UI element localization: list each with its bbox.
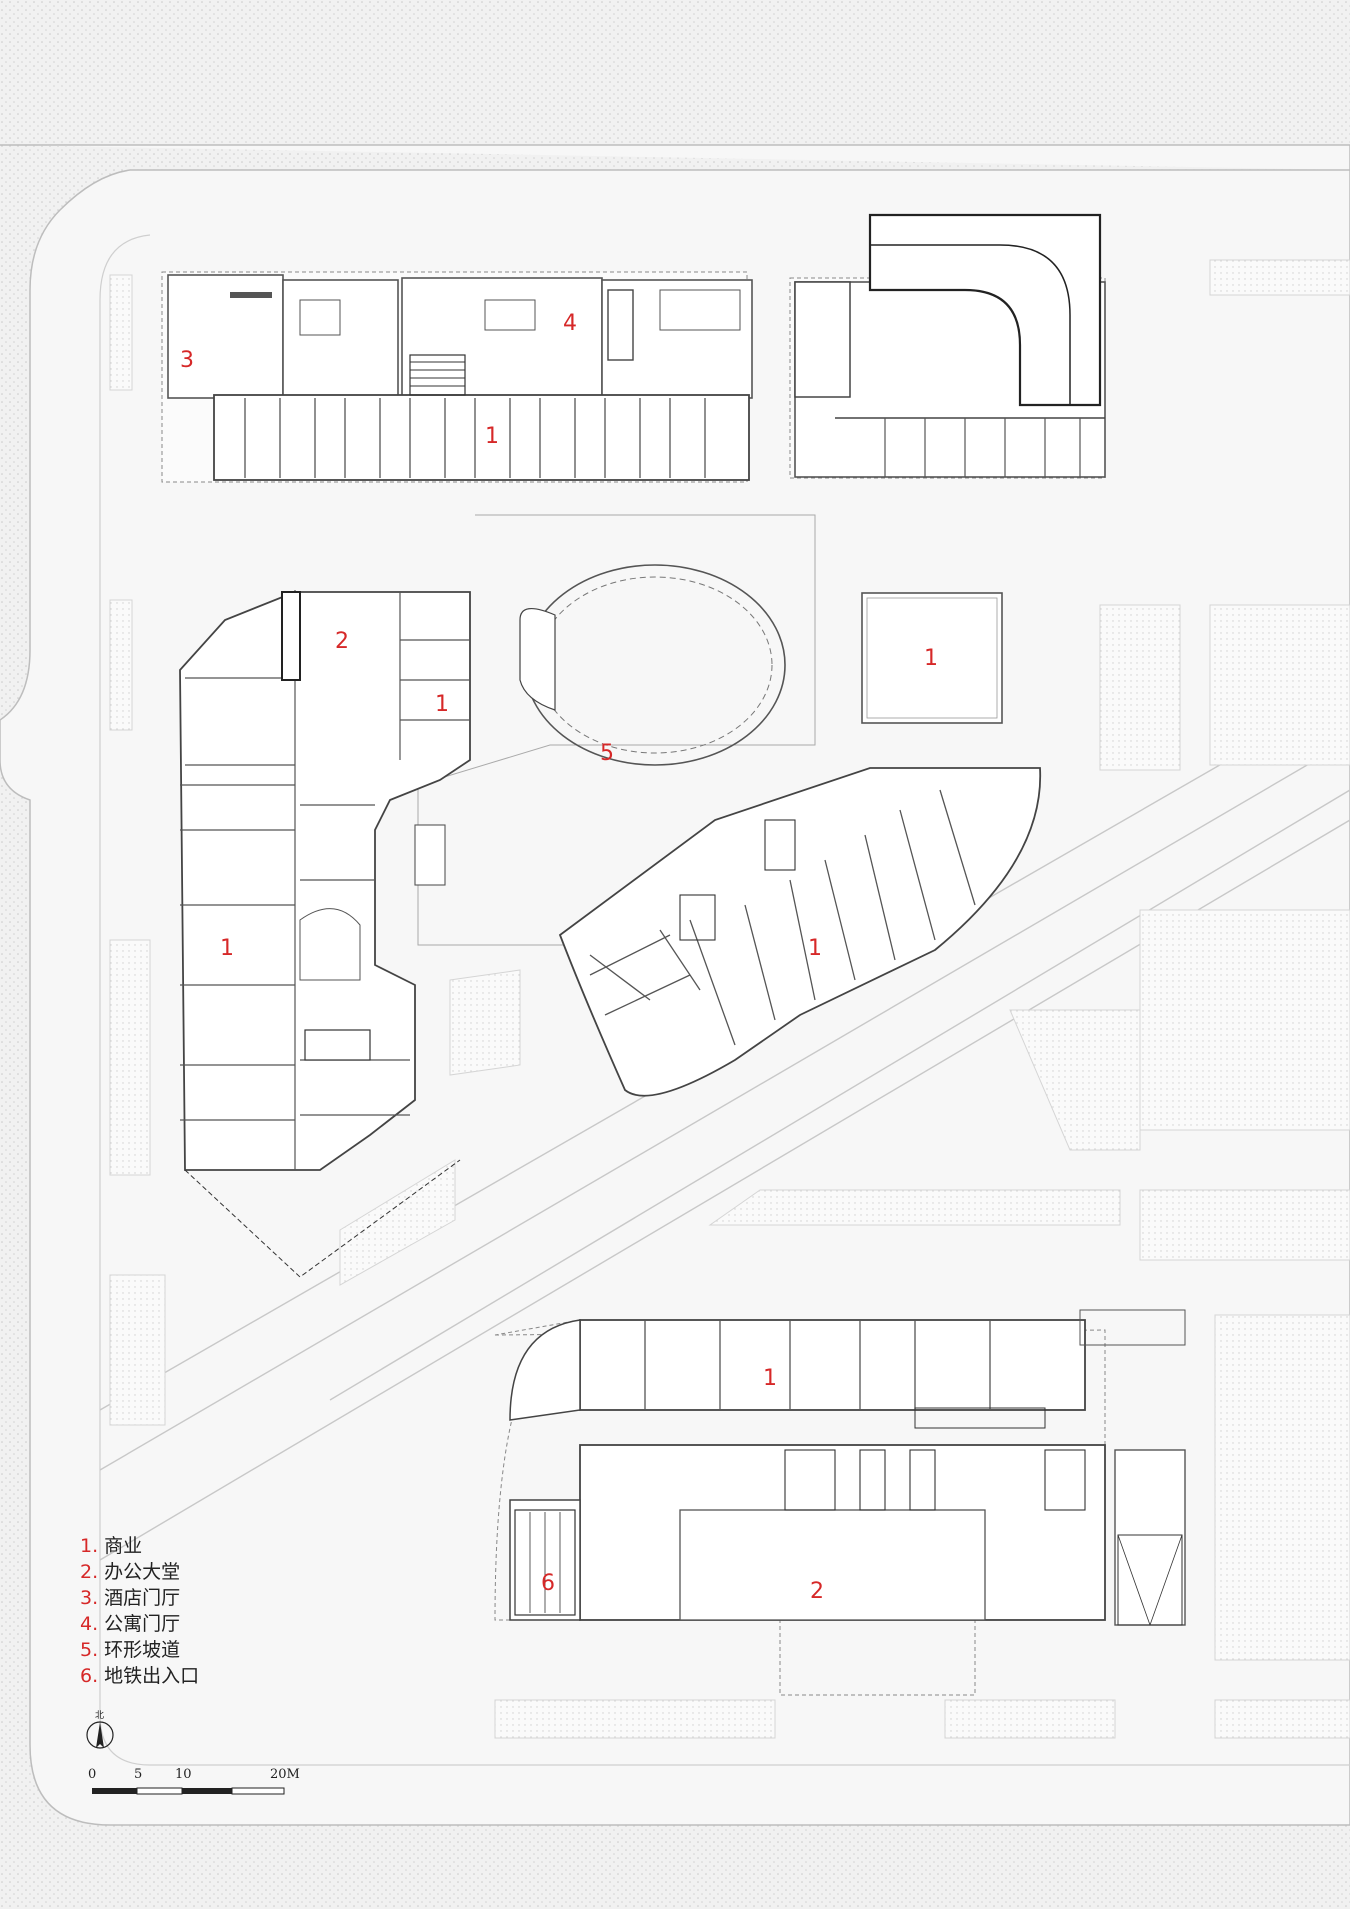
label-ring-ramp: 5 [600, 741, 614, 766]
label-metro-entrance: 6 [541, 1571, 555, 1596]
scale-bar: 0 5 10 20M [88, 1767, 300, 1795]
landscape-plots [109, 259, 1350, 1739]
legend: 1.商业 2.办公大堂 3.酒店门厅 4.公寓门厅 5.环形坡道 6.地铁出入口 [80, 1535, 199, 1687]
north-arrow-icon: 北 [86, 1710, 114, 1749]
label-commercial-1: 1 [485, 424, 499, 449]
legend-item: 1.商业 [80, 1535, 142, 1557]
svg-text:20M: 20M [270, 1767, 300, 1782]
label-commercial-6: 1 [763, 1366, 777, 1391]
label-apartment-lobby: 4 [563, 311, 577, 336]
building-west [179, 590, 471, 1278]
building-north-east [789, 213, 1106, 479]
site-inner-boundary [99, 234, 1350, 1766]
svg-text:北: 北 [95, 1710, 104, 1721]
label-commercial-4: 1 [220, 936, 234, 961]
zone-labels: 1 3 4 2 1 1 5 1 1 1 6 2 [180, 311, 938, 1604]
legend-item: 5.环形坡道 [80, 1639, 180, 1661]
svg-text:10: 10 [175, 1767, 192, 1782]
label-hotel-lobby: 3 [180, 348, 194, 373]
central-plaza [414, 514, 1003, 1020]
building-north-west [161, 271, 753, 483]
label-commercial-3: 1 [924, 646, 938, 671]
label-commercial-5: 1 [808, 936, 822, 961]
svg-text:0: 0 [88, 1767, 96, 1782]
legend-item: 2.办公大堂 [80, 1561, 180, 1583]
legend-item: 6.地铁出入口 [80, 1665, 199, 1687]
svg-text:5: 5 [134, 1767, 142, 1782]
legend-item: 3.酒店门厅 [80, 1587, 180, 1609]
label-commercial-2: 1 [435, 692, 449, 717]
legend-item: 4.公寓门厅 [80, 1613, 180, 1635]
label-office-lobby-2: 2 [810, 1579, 824, 1604]
building-south [494, 1309, 1186, 1696]
label-office-lobby-1: 2 [335, 629, 349, 654]
building-center-east [558, 767, 1042, 1097]
